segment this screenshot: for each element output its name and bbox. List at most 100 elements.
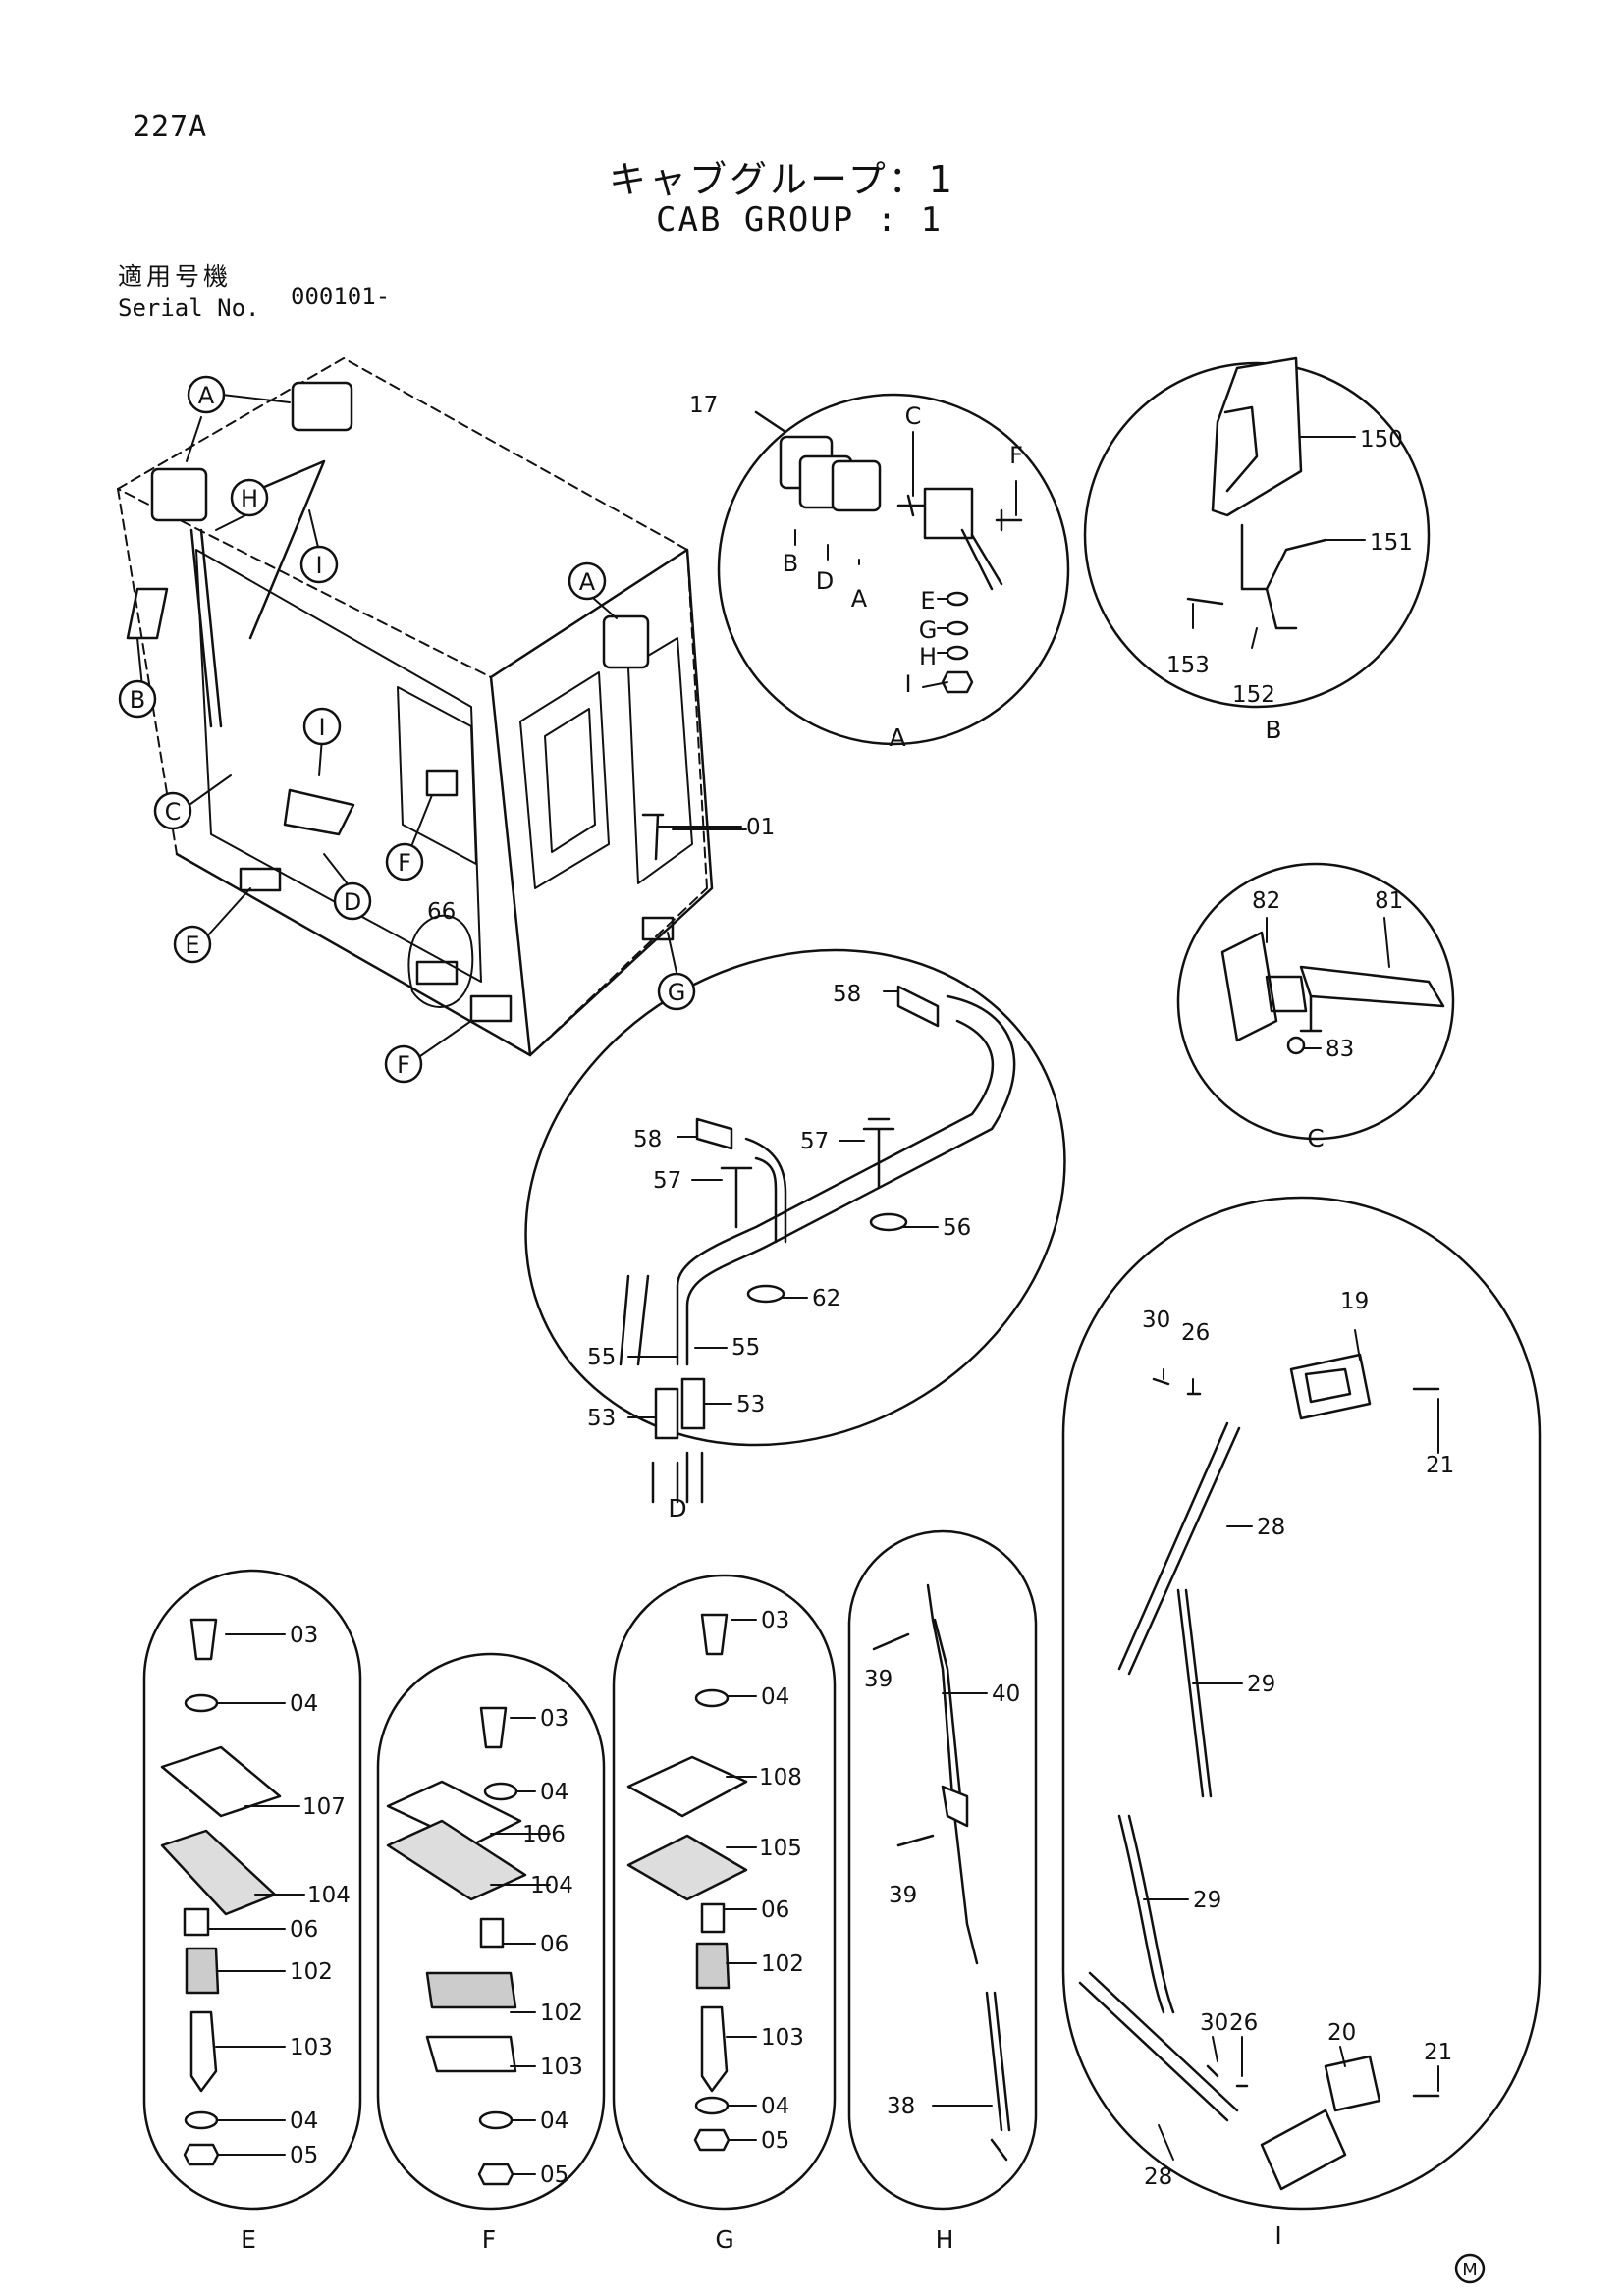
detail-e (142, 1569, 362, 2211)
callout-c: C (165, 798, 182, 826)
part-102: 102 (540, 2001, 583, 2026)
part-04: 04 (290, 2109, 318, 2134)
part-58: 58 (833, 982, 861, 1007)
detail-label-e: E (241, 2225, 256, 2254)
part-21: 21 (1424, 2040, 1452, 2065)
part-06: 06 (761, 1897, 789, 1923)
part-28: 28 (1257, 1515, 1285, 1540)
part-29: 29 (1247, 1672, 1275, 1697)
callout-a: A (579, 568, 596, 596)
detail-label-f: F (482, 2225, 496, 2254)
part-104: 104 (307, 1883, 351, 1908)
callout-d: D (344, 888, 361, 916)
detail-label-a: A (889, 723, 905, 752)
callout-i: I (318, 714, 325, 741)
part-04: 04 (761, 2094, 789, 2119)
label-a-e: E (920, 587, 935, 614)
part-01: 01 (746, 815, 775, 840)
callout-b: B (130, 686, 145, 714)
part-06: 06 (290, 1917, 318, 1943)
part-05: 05 (540, 2163, 568, 2188)
part-04: 04 (290, 1691, 318, 1717)
part-20: 20 (1327, 2020, 1356, 2046)
callout-i: I (315, 552, 322, 579)
part-05: 05 (290, 2143, 318, 2168)
part-53: 53 (736, 1392, 765, 1417)
callout-e: E (185, 932, 199, 959)
label-a-g: G (919, 616, 938, 644)
detail-a (717, 393, 1070, 746)
part-82: 82 (1252, 888, 1280, 914)
part-81: 81 (1375, 888, 1403, 914)
part-106: 106 (522, 1822, 566, 1847)
title-english: CAB GROUP : 1 (656, 200, 944, 240)
part-150: 150 (1360, 427, 1403, 453)
label-a-b: B (783, 550, 798, 577)
callout-f: F (397, 1051, 410, 1079)
label-a-i: I (904, 670, 911, 698)
part-03: 03 (290, 1623, 318, 1648)
label-a-d: D (816, 567, 834, 595)
part-56: 56 (943, 1215, 971, 1241)
detail-label-h: H (936, 2225, 954, 2254)
part-30: 30 (1200, 2010, 1228, 2036)
part-06: 06 (540, 1932, 568, 1957)
part-04: 04 (540, 1780, 568, 1805)
part-66: 66 (427, 899, 456, 925)
part-104: 104 (530, 1873, 573, 1898)
part-17: 17 (689, 393, 718, 418)
part-04: 04 (540, 2109, 568, 2134)
part-103: 103 (290, 2035, 333, 2060)
detail-label-i: I (1274, 2221, 1281, 2250)
page-code: 227A (133, 110, 208, 144)
part-03: 03 (761, 1608, 789, 1633)
part-103: 103 (761, 2025, 804, 2051)
detail-h (847, 1529, 1038, 2211)
label-a-a: A (851, 585, 868, 613)
part-153: 153 (1166, 653, 1210, 678)
part-03: 03 (540, 1706, 568, 1732)
label-a-c: C (905, 402, 922, 430)
callout-f: F (398, 849, 411, 877)
part-26: 26 (1181, 1320, 1210, 1346)
part-55: 55 (731, 1335, 760, 1361)
callout-g: G (668, 979, 686, 1006)
part-57: 57 (653, 1168, 681, 1194)
label-a-h: H (919, 643, 937, 670)
detail-label-d: D (668, 1494, 686, 1522)
detail-i (1061, 1196, 1542, 2211)
detail-f (376, 1652, 606, 2211)
part-26: 26 (1229, 2010, 1258, 2036)
callout-a: A (198, 382, 215, 409)
detail-c (1176, 862, 1455, 1141)
part-102: 102 (290, 1959, 333, 1985)
part-55: 55 (587, 1345, 616, 1370)
part-58: 58 (633, 1127, 662, 1152)
part-107: 107 (302, 1794, 346, 1820)
part-21: 21 (1426, 1453, 1454, 1478)
serial-label-japanese: 適用号機 (118, 262, 233, 291)
detail-b (1083, 356, 1431, 709)
callout-m: M (1462, 2260, 1478, 2280)
part-83: 83 (1326, 1037, 1354, 1062)
part-39: 39 (864, 1667, 893, 1692)
detail-g (612, 1574, 837, 2211)
callout-h: H (241, 485, 258, 512)
title-japanese: キャブグループ：1 (609, 158, 955, 201)
part-30: 30 (1142, 1308, 1170, 1333)
detail-label-g: G (715, 2225, 733, 2254)
part-62: 62 (812, 1286, 840, 1311)
part-38: 38 (887, 2094, 915, 2119)
part-103: 103 (540, 2055, 583, 2080)
part-105: 105 (759, 1836, 802, 1861)
part-39: 39 (889, 1883, 917, 1908)
serial-label-english: Serial No. (118, 294, 260, 322)
part-152: 152 (1232, 682, 1275, 708)
part-151: 151 (1370, 530, 1413, 556)
part-40: 40 (992, 1682, 1020, 1707)
detail-d (524, 948, 1066, 1504)
part-57: 57 (800, 1129, 829, 1154)
serial-value: 000101- (291, 283, 391, 310)
detail-label-b: B (1265, 716, 1281, 744)
